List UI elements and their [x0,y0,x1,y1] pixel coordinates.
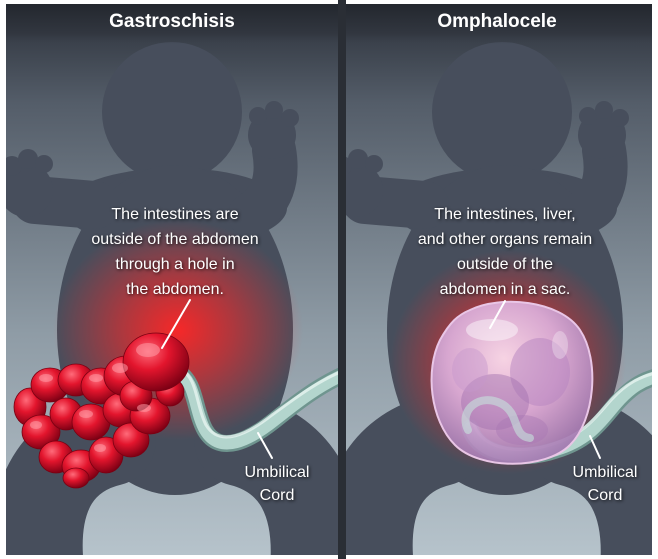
caption-line: The intestines are [111,206,238,223]
organ-sac [432,302,593,464]
cord-label-line: Umbilical [573,464,638,481]
panel-divider [338,0,346,559]
caption-line: through a hole in [115,256,234,273]
cord-label-line: Cord [588,487,623,504]
cord-label-line: Cord [260,487,295,504]
caption-line: the abdomen. [126,281,224,298]
caption-line: abdomen in a sac. [440,281,571,298]
caption-line: outside of the abdomen [91,231,258,248]
caption-line: The intestines, liver, [434,206,575,223]
panel-gastroschisis: Gastroschisis The intestines are outside… [0,4,345,559]
panel-omphalocele: Omphalocele The intestines, liver, and o… [329,4,658,559]
caption-line: outside of the [457,256,553,273]
cord-label-line: Umbilical [245,464,310,481]
panel-title: Gastroschisis [109,11,235,32]
caption-line: and other organs remain [418,231,592,248]
panel-title: Omphalocele [437,11,556,32]
